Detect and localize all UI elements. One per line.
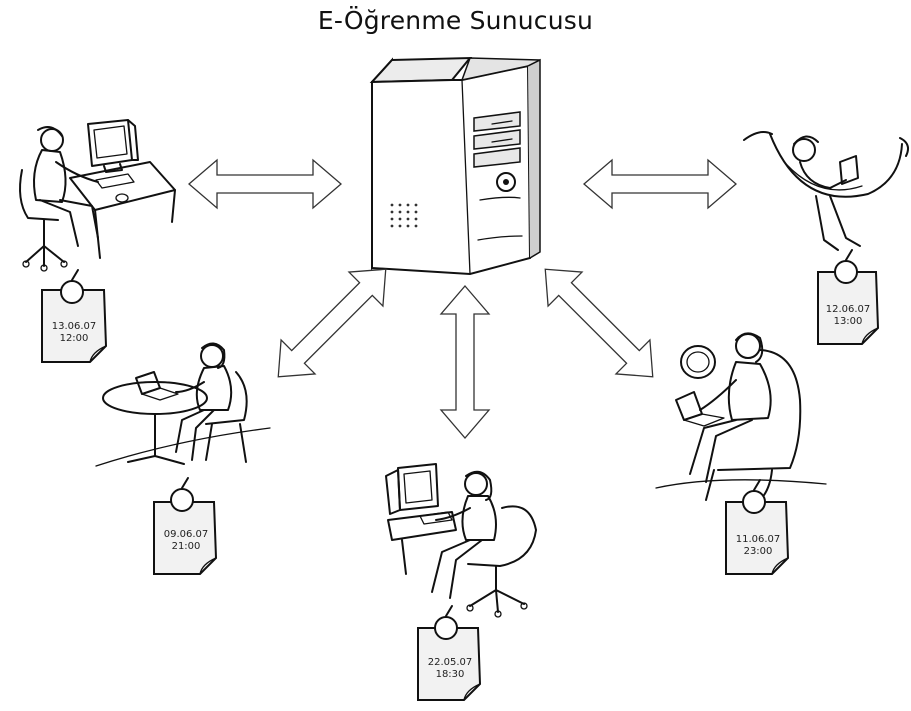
pinned-note-icon: 13.06.07 12:00 <box>41 269 108 363</box>
server-tower-icon <box>369 56 541 276</box>
note-time: 23:00 <box>744 546 773 557</box>
double-arrow-icon <box>583 159 737 209</box>
double-arrow-icon <box>440 285 490 439</box>
pinned-note-icon: 11.06.07 23:00 <box>725 479 790 575</box>
double-arrow-icon <box>260 251 404 395</box>
note-date: 22.05.07 <box>428 657 473 668</box>
note-time: 12:00 <box>60 333 89 344</box>
pinned-note-icon: 09.06.07 21:00 <box>153 477 218 575</box>
pinned-note-icon: 22.05.07 18:30 <box>417 605 482 701</box>
diagram-title: E-Öğrenme Sunucusu <box>317 6 594 35</box>
desktop-worker-icon <box>19 119 176 272</box>
laptop-armchair-icon <box>655 332 827 501</box>
note-date: 11.06.07 <box>736 534 781 545</box>
note-date: 09.06.07 <box>164 529 209 540</box>
laptop-table-icon <box>95 342 271 467</box>
note-time: 18:30 <box>436 669 465 680</box>
note-date: 12.06.07 <box>826 304 871 315</box>
note-time: 13:00 <box>834 316 863 327</box>
double-arrow-icon <box>527 251 671 395</box>
pinned-note-icon: 12.06.07 13:00 <box>817 249 880 345</box>
laptop-hammock-icon <box>743 131 909 251</box>
desktop-chair-icon <box>385 463 537 618</box>
note-time: 21:00 <box>172 541 201 552</box>
double-arrow-icon <box>188 159 342 209</box>
note-date: 13.06.07 <box>52 321 97 332</box>
